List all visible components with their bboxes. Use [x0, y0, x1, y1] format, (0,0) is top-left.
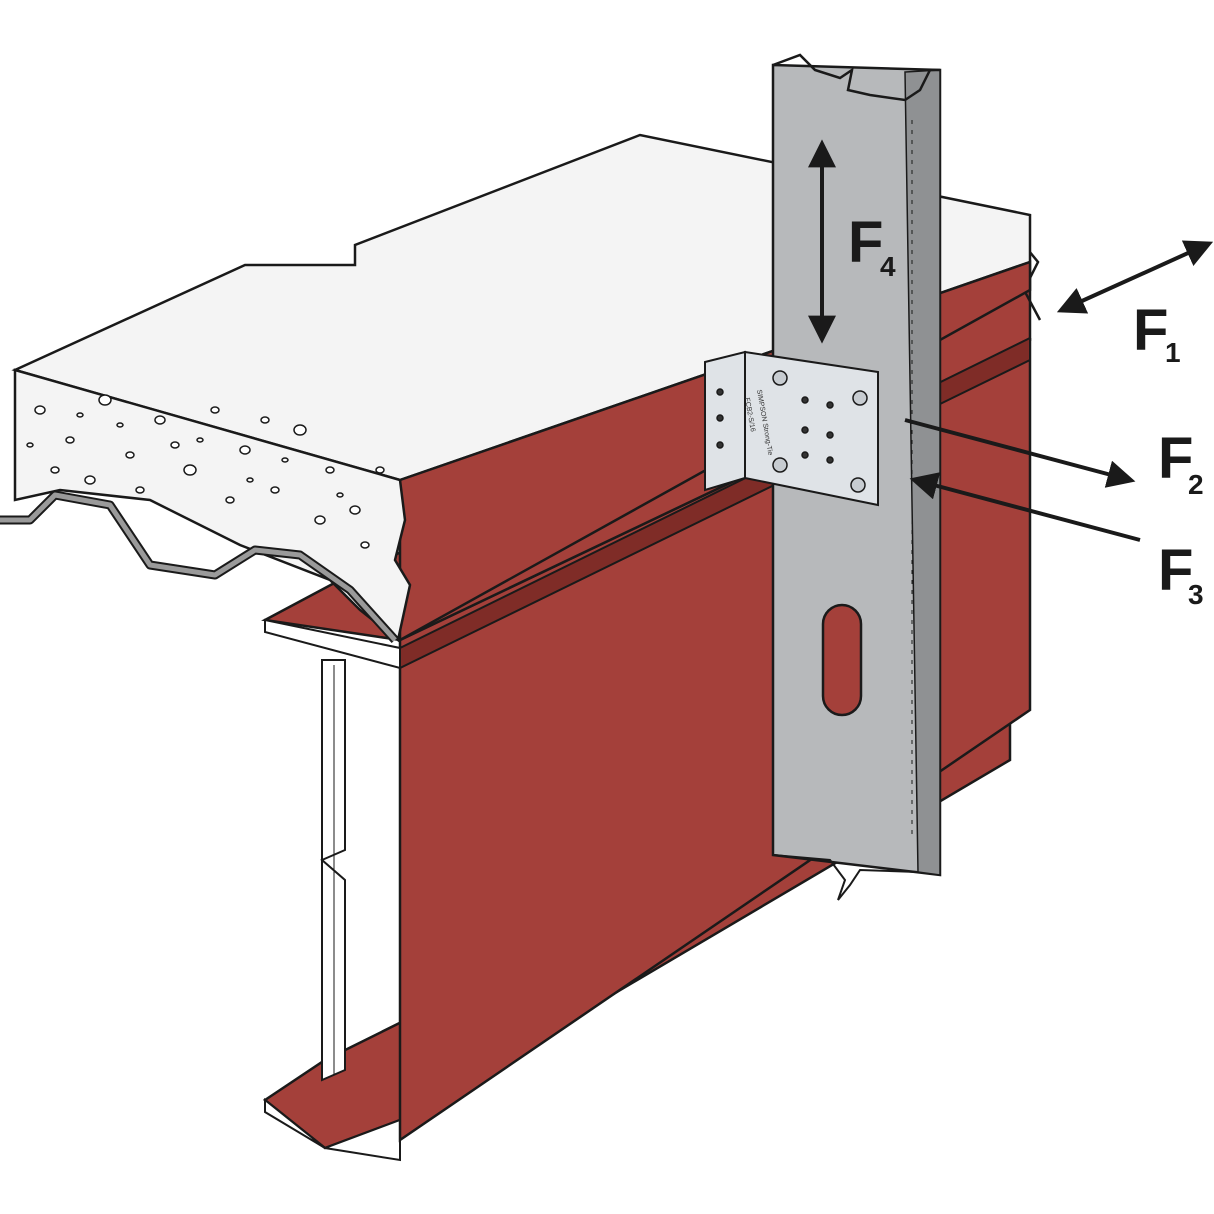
f3-letter: F	[1158, 538, 1193, 603]
aggregate-speck	[349, 505, 361, 515]
aggregate-speck	[34, 405, 46, 415]
aggregate-speck	[336, 492, 344, 498]
aggregate-speck	[135, 486, 145, 494]
bracket-hole	[801, 426, 809, 434]
f2-arrow	[904, 418, 1136, 488]
aggregate-speck	[225, 496, 235, 504]
f3-arrow	[909, 472, 1141, 542]
aggregate-speck	[183, 464, 197, 476]
aggregate-speck	[246, 477, 254, 483]
f2-subscript: 2	[1188, 469, 1204, 500]
concrete-aggregate	[26, 394, 385, 549]
aggregate-speck	[65, 436, 75, 444]
bracket-hole	[801, 396, 809, 404]
bracket-bolts	[716, 370, 868, 493]
bolt	[772, 370, 788, 386]
angle-bracket: SIMPSON Strong-Tie FCB2-S/16	[704, 350, 879, 507]
aggregate-speck	[210, 406, 220, 414]
bracket-hole	[826, 456, 834, 464]
bolt	[772, 457, 788, 473]
bracket-hole	[716, 414, 724, 422]
aggregate-speck	[281, 457, 289, 463]
aggregate-speck	[76, 412, 84, 418]
aggregate-speck	[170, 441, 180, 449]
aggregate-speck	[293, 424, 307, 436]
metal-deck	[0, 490, 399, 644]
f4-letter: F	[848, 210, 883, 275]
aggregate-speck	[375, 466, 385, 474]
bracket-hole	[716, 388, 724, 396]
aggregate-speck	[154, 415, 166, 425]
aggregate-speck	[260, 416, 270, 424]
bolt	[850, 477, 866, 493]
aggregate-speck	[325, 466, 335, 474]
aggregate-speck	[270, 486, 280, 494]
aggregate-speck	[26, 442, 34, 448]
f4-subscript: 4	[880, 251, 896, 282]
aggregate-speck	[116, 422, 124, 428]
force-arrows	[808, 139, 1214, 542]
aggregate-speck	[239, 445, 251, 455]
aggregate-speck	[84, 475, 96, 485]
bolt	[852, 390, 868, 406]
aggregate-speck	[125, 451, 135, 459]
f1-letter: F	[1133, 298, 1168, 363]
aggregate-speck	[98, 394, 112, 406]
aggregate-speck	[314, 515, 326, 525]
bracket-hole	[826, 401, 834, 409]
bracket-hole	[716, 441, 724, 449]
bracket-hole	[801, 451, 809, 459]
f1-arrow	[1056, 240, 1214, 314]
aggregate-speck	[360, 541, 370, 549]
f1-subscript: 1	[1165, 337, 1181, 368]
f3-subscript: 3	[1188, 579, 1204, 610]
aggregate-speck	[196, 437, 204, 443]
f2-letter: F	[1158, 426, 1193, 491]
force-labels: F 4 F 1 F 2 F 3	[848, 210, 1204, 610]
aggregate-speck	[50, 466, 60, 474]
bracket-hole	[826, 431, 834, 439]
